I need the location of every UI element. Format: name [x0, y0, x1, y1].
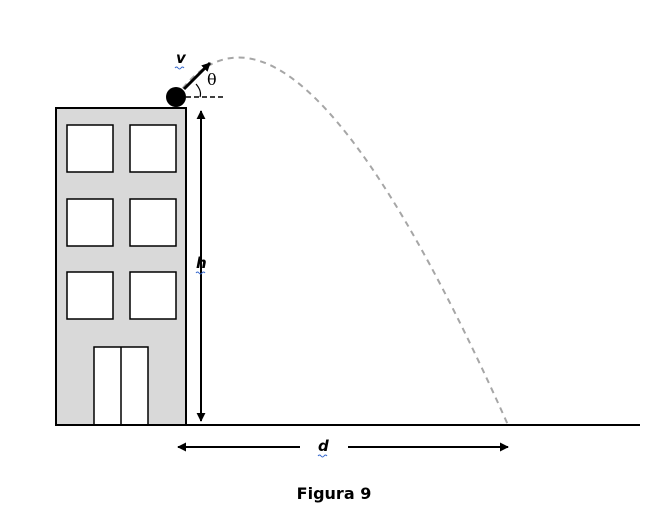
angle-label: θ	[207, 70, 217, 89]
velocity-label: v	[176, 49, 187, 67]
building-window	[66, 271, 114, 320]
building-window	[66, 124, 114, 173]
building-window	[129, 198, 177, 247]
angle-arc	[195, 83, 202, 98]
height-label: h	[196, 254, 207, 272]
distance-label: d	[318, 437, 329, 455]
figure-caption: Figura 9	[297, 484, 372, 503]
building-window	[129, 271, 177, 320]
distance-label-underline	[317, 454, 328, 458]
projectile-ball	[166, 87, 186, 107]
building-window	[66, 198, 114, 247]
height-label-underline	[195, 271, 206, 275]
trajectory-path	[175, 56, 509, 426]
velocity-label-underline	[174, 66, 185, 70]
building	[55, 107, 187, 426]
building-window	[129, 124, 177, 173]
velocity-arrow	[182, 61, 212, 91]
